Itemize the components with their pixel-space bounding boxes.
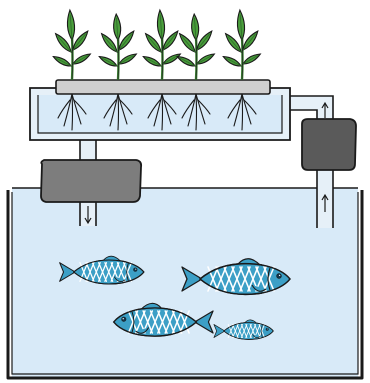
filter-box xyxy=(40,159,143,203)
fish-group xyxy=(59,255,291,340)
return-pipe xyxy=(279,95,334,228)
return-arrow-up-bottom xyxy=(321,193,329,212)
roots-3 xyxy=(147,93,177,131)
plants-group xyxy=(52,8,262,131)
roots-2 xyxy=(103,93,133,131)
return-arrow-up-top xyxy=(321,101,329,118)
drain-arrow-down xyxy=(84,206,92,225)
plant-5 xyxy=(222,8,262,81)
plant-raft xyxy=(55,79,271,95)
fish-4 xyxy=(213,319,274,340)
fish-pattern xyxy=(227,323,265,339)
roots-4 xyxy=(181,93,211,131)
roots-1 xyxy=(57,93,87,131)
fish-1 xyxy=(59,255,145,285)
fish-2 xyxy=(181,258,291,296)
fish-3 xyxy=(112,302,214,337)
grow-bed xyxy=(29,79,291,141)
plant-4 xyxy=(176,12,216,81)
tank-wall-inner xyxy=(11,192,359,375)
tank-outline xyxy=(6,190,364,380)
fish-pattern xyxy=(127,310,190,334)
plant-2 xyxy=(98,12,138,81)
return-pipe-lower-edges xyxy=(316,168,334,228)
return-pipe-top-edges xyxy=(279,95,334,122)
pump-box xyxy=(301,118,357,171)
plant-3 xyxy=(142,8,182,81)
fish-tank xyxy=(6,187,364,380)
plant-1 xyxy=(52,8,92,81)
fish-pattern xyxy=(207,266,275,292)
fish-pattern xyxy=(79,262,133,282)
grow-bed-inner-edge xyxy=(37,95,283,134)
roots-5 xyxy=(227,93,257,131)
